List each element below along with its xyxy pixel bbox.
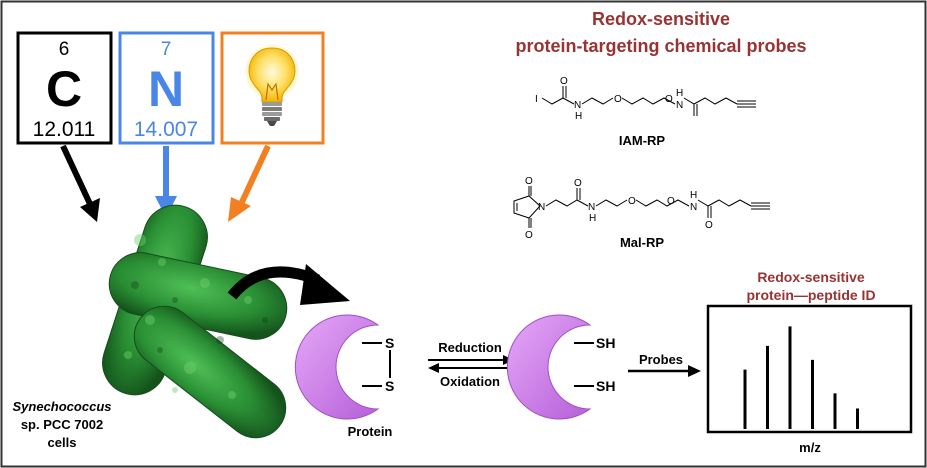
sulfur-top-label: S (385, 335, 394, 351)
iam-rp-atom-labels: I N H O O O N H (535, 76, 683, 122)
cells-cells-label: cells (48, 435, 77, 450)
carbon-symbol: C (46, 61, 82, 117)
protein-crescent-icon (294, 314, 380, 420)
mal-rp-atom-labels-extra: O (667, 196, 675, 207)
mal-rp-carbonyl-oxygen-1: O (574, 178, 582, 189)
sulfur-bottom-label: S (385, 378, 394, 394)
cells-strain-label: sp. PCC 7002 (21, 417, 103, 432)
iam-rp-ether-oxygen-2: O (665, 94, 673, 105)
light-bulb-icon (245, 45, 299, 126)
iam-rp-nitrogen-2: N (676, 100, 683, 111)
mal-rp-label: Mal-RP (620, 235, 664, 250)
mal-rp-ether-oxygen-1: O (628, 196, 636, 207)
oxidation-label: Oxidation (440, 374, 500, 389)
probes-title-line1: Redox-sensitive (592, 9, 730, 29)
iam-rp-ether-oxygen-1: O (614, 94, 622, 105)
protein-crescent-icon-reduced (506, 314, 592, 420)
iam-rp-label: IAM-RP (619, 133, 666, 148)
cyanobacteria-cells-illustration (102, 204, 288, 439)
nitrogen-atomic-number: 7 (161, 39, 172, 60)
iam-rp-iodine: I (535, 94, 538, 105)
cells-to-protein-arrow (227, 264, 350, 305)
mal-rp-atom-labels: O O N O N H O N H O (525, 176, 713, 241)
cells-species-label: Synechococcus (13, 399, 112, 414)
thiol-bottom-label: SH (596, 378, 615, 394)
nitrogen-element-tile: 7 N 14.007 (118, 31, 215, 145)
oxidized-protein: S S (294, 314, 394, 420)
reduction-label: Reduction (438, 340, 502, 355)
mal-rp-nitrogen-1: N (588, 202, 595, 213)
light-input-arrow (228, 144, 271, 222)
spectrum-frame (706, 304, 913, 434)
probes-arrow (628, 365, 701, 377)
nitrogen-symbol: N (148, 61, 184, 117)
carbon-atomic-mass: 12.011 (33, 118, 96, 141)
carbon-input-arrow (60, 144, 100, 222)
mal-rp-structure (513, 186, 770, 228)
mal-rp-imide-oxygen-2: O (525, 230, 533, 241)
mal-rp-nitrogen-2: N (690, 202, 697, 213)
carbon-tile-frame (16, 31, 113, 145)
light-element-tile (220, 31, 325, 145)
spectrum-axis-label: m/z (799, 440, 821, 455)
mal-rp-imide-oxygen-1: O (525, 176, 533, 187)
thiol-top-label: SH (596, 335, 615, 351)
nitrogen-atomic-mass: 14.007 (134, 118, 198, 141)
carbon-element-tile: 6 C 12.011 (16, 31, 113, 145)
iam-rp-nitrogen-1: N (574, 100, 581, 111)
mal-rp-ring-nitrogen: N (538, 202, 545, 213)
probes-title-line2: protein-targeting chemical probes (515, 36, 806, 56)
probes-label: Probes (639, 352, 683, 367)
carbon-atomic-number: 6 (59, 39, 70, 60)
mal-rp-hydrogen-1: H (589, 213, 596, 224)
iam-rp-structure (541, 86, 756, 116)
mal-rp-carbonyl-oxygen-2: O (705, 220, 713, 231)
spectrum-title-line1: Redox-sensitive (757, 269, 865, 285)
spectrum-title-line2: protein—peptide ID (746, 287, 875, 303)
mal-rp-hydrogen-2: H (690, 190, 697, 201)
iam-rp-hydrogen-2: H (676, 88, 683, 99)
iam-rp-hydrogen-1: H (575, 111, 582, 122)
nitrogen-tile-frame (118, 31, 215, 145)
spectrum-peaks (743, 326, 859, 429)
protein-label: Protein (348, 424, 393, 439)
iam-rp-carbonyl-oxygen-1: O (560, 76, 568, 87)
mal-rp-ether-oxygen-2: O (667, 196, 675, 207)
reduced-protein: SH SH (506, 314, 615, 420)
